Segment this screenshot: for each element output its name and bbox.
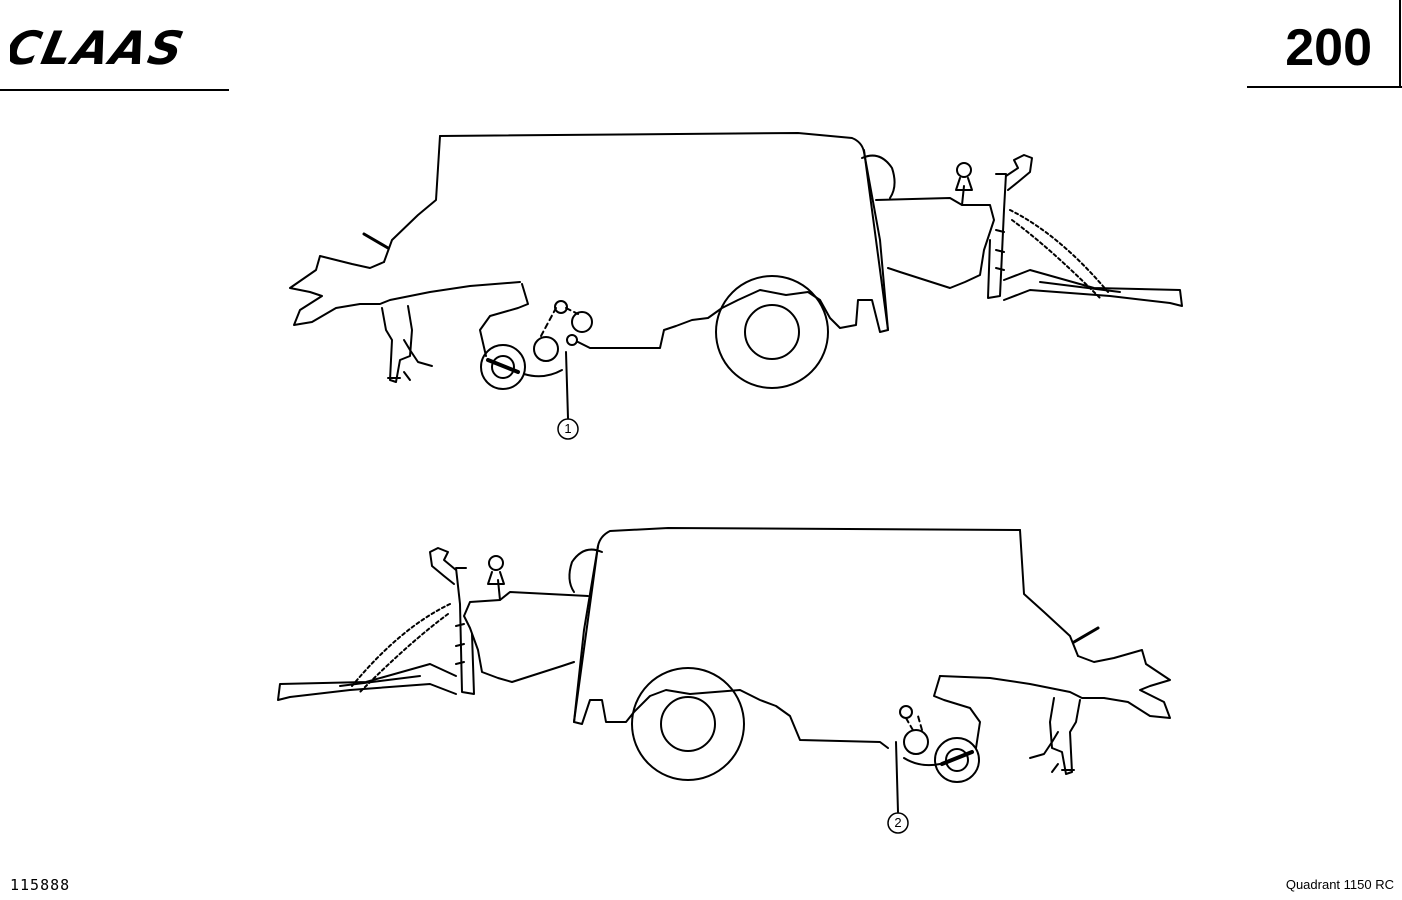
drawing-number: 115888 bbox=[10, 876, 71, 894]
baler-lower-view bbox=[277, 527, 1171, 813]
callout-1-label: 1 bbox=[564, 421, 572, 436]
svg-text:CLAAS: CLAAS bbox=[10, 24, 190, 70]
callout-2 bbox=[887, 812, 909, 834]
claas-logo: CLAAS bbox=[10, 24, 190, 70]
callout-2-label: 2 bbox=[894, 815, 902, 830]
callout-1 bbox=[557, 418, 579, 440]
header-rule-right bbox=[1247, 86, 1402, 88]
page-number: 200 bbox=[1285, 19, 1372, 77]
page-border bbox=[1399, 0, 1401, 88]
header-rule-left bbox=[0, 89, 229, 91]
model-name: Quadrant 1150 RC bbox=[1285, 877, 1394, 892]
baler-upper-view bbox=[289, 132, 1183, 419]
